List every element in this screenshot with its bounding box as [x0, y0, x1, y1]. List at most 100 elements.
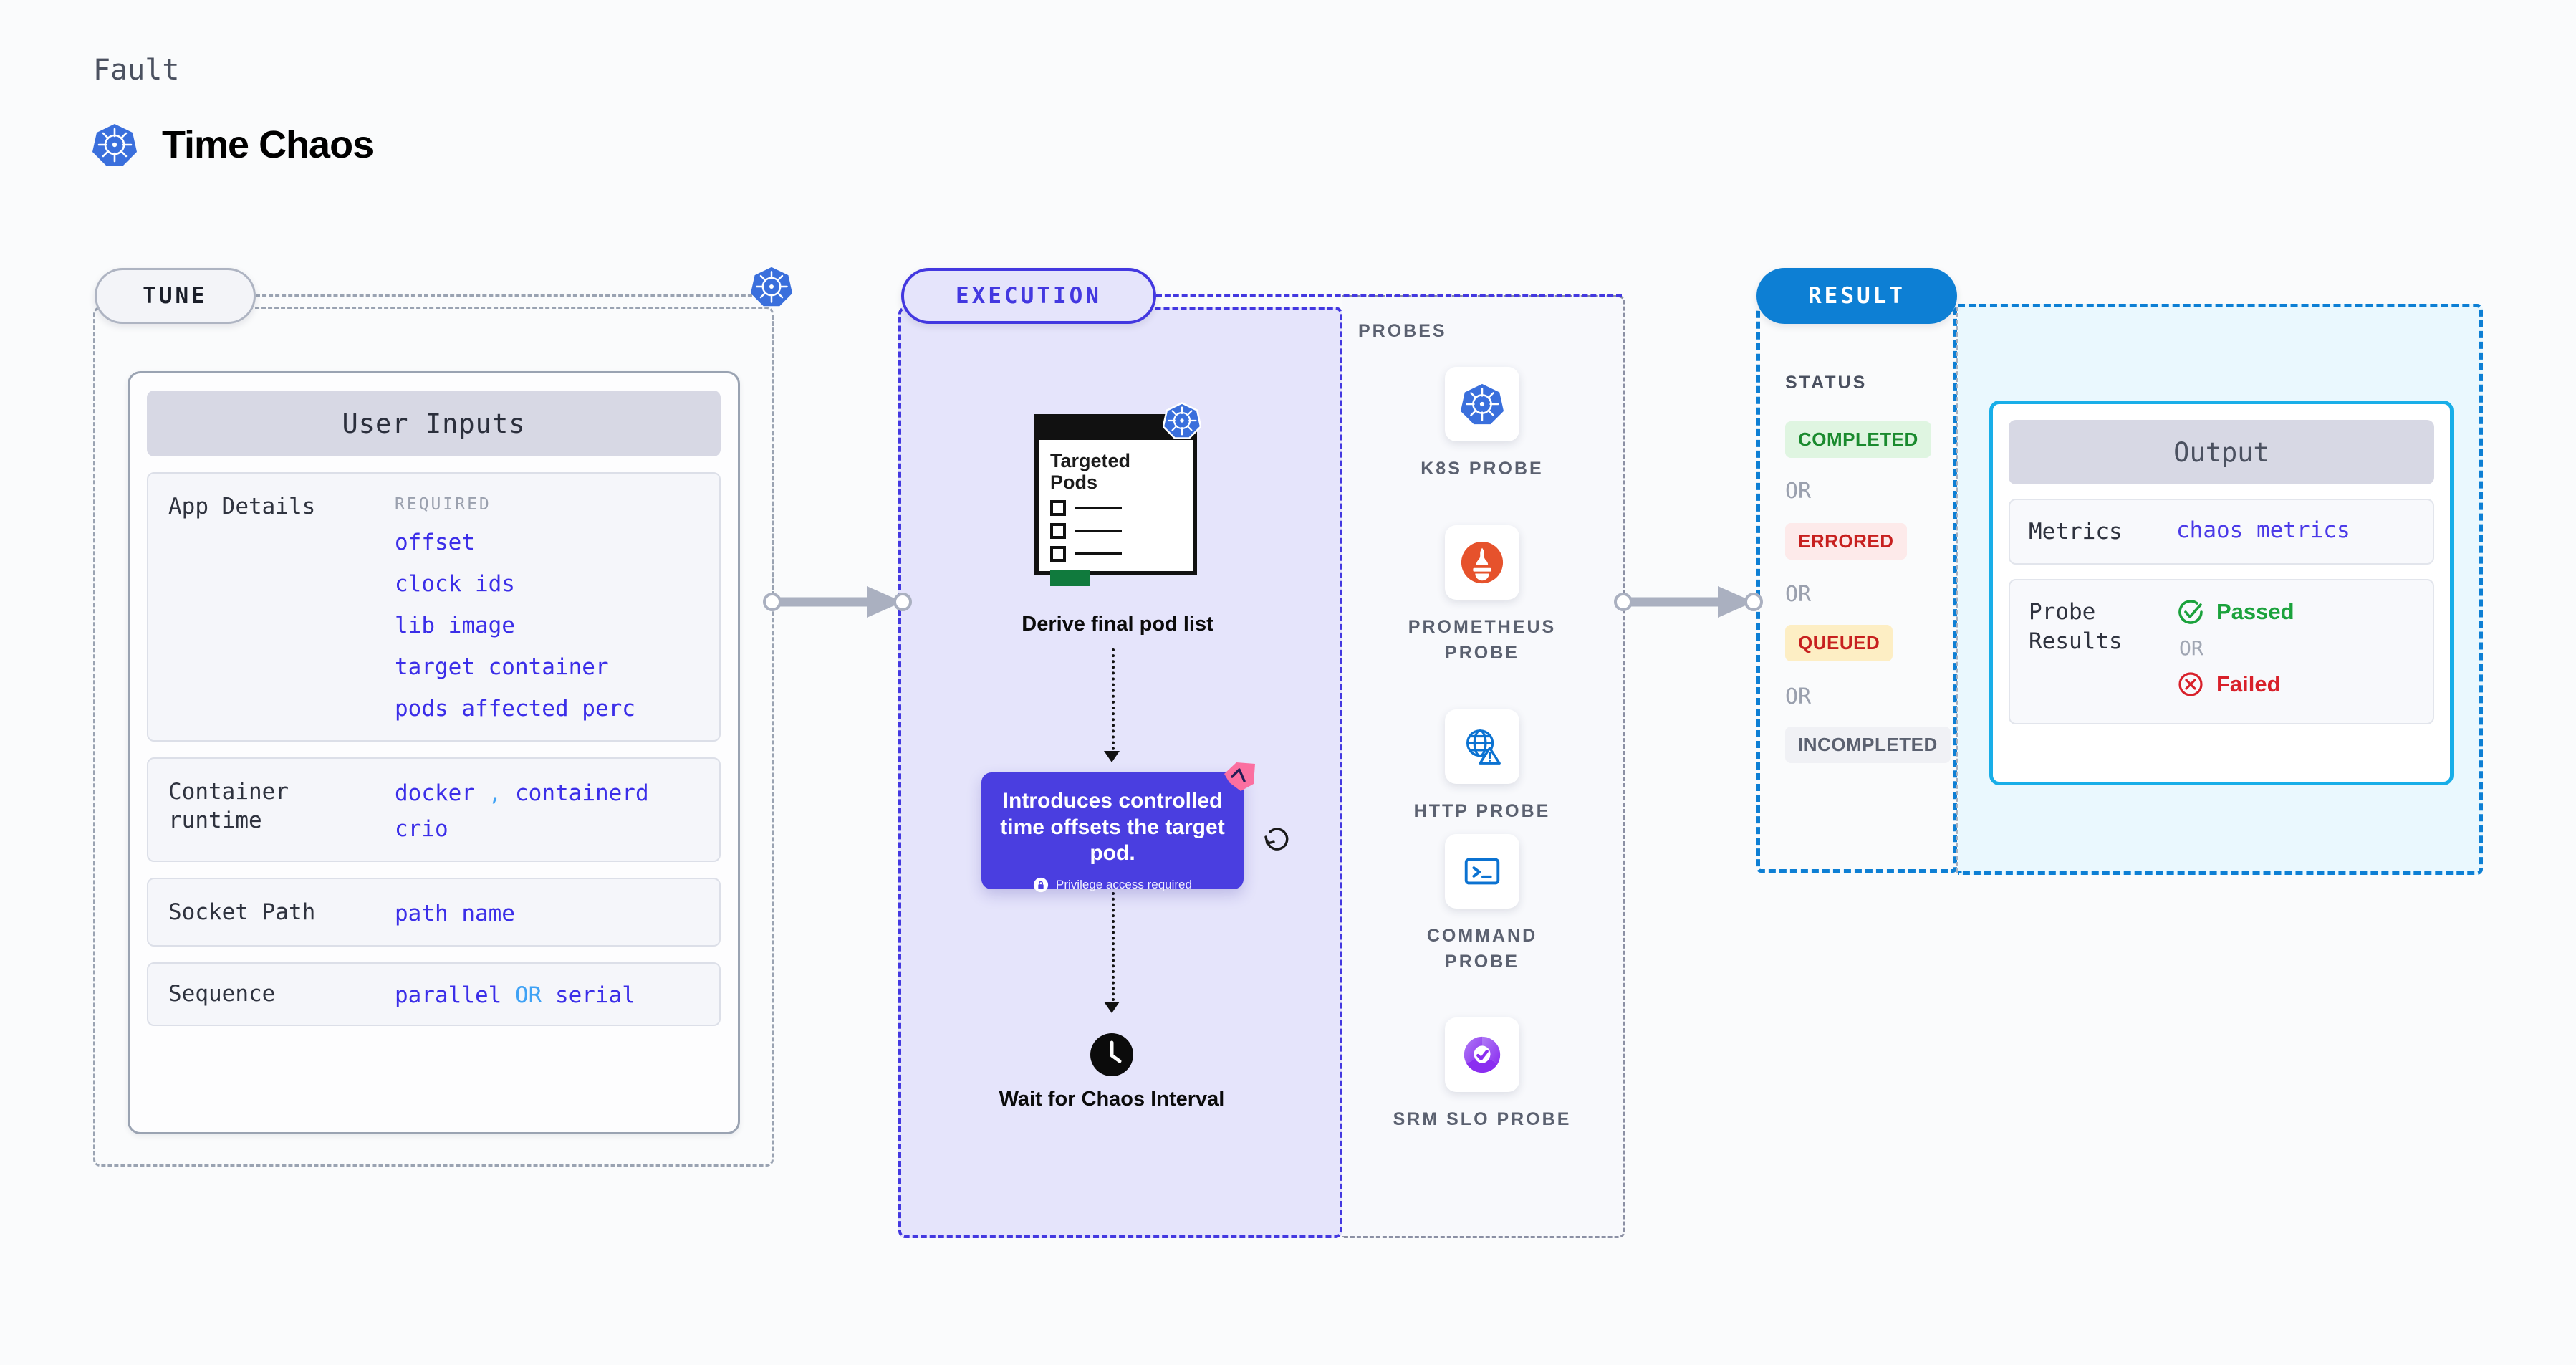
probe-srm-slo[interactable]: SRM SLO PROBE: [1393, 1017, 1572, 1132]
fault-kicker: Fault: [93, 54, 180, 87]
page-title: Time Chaos: [162, 123, 374, 166]
checkbox-icon: [1050, 546, 1066, 562]
output-card: Output Metrics chaos metrics Probe Resul…: [1989, 401, 2454, 785]
tune-top-dash: [256, 294, 772, 297]
pink-arrow-sticker-icon: [1224, 762, 1255, 791]
line-placeholder: [1075, 507, 1122, 510]
input-value-target-container[interactable]: target container: [395, 654, 609, 680]
kubernetes-icon: [92, 122, 138, 168]
output-row-probe-results: Probe Results Passed OR Failed: [2009, 579, 2434, 725]
probe-http[interactable]: HTTP PROBE: [1393, 709, 1572, 824]
user-input-row-sequence: Sequence parallel OR serial: [147, 962, 721, 1026]
runtime-separator: ,: [488, 780, 502, 806]
input-value-lib-image[interactable]: lib image: [395, 613, 515, 638]
output-key: Metrics: [2029, 519, 2123, 545]
input-value-runtime-line1[interactable]: docker , containerd: [395, 780, 649, 806]
terminal-icon: [1445, 834, 1519, 909]
refresh-icon[interactable]: [1261, 823, 1294, 856]
output-row-metrics: Metrics chaos metrics: [2009, 499, 2434, 565]
runtime-docker: docker: [395, 780, 475, 806]
clock-icon: [1090, 1033, 1133, 1076]
row-key: App Details: [168, 494, 316, 519]
privilege-badge-label: Privilege access required: [1056, 877, 1192, 891]
probe-label: COMMAND PROBE: [1426, 926, 1538, 972]
status-badge-incompleted: INCOMPLETED: [1785, 727, 1951, 763]
user-input-row-socket-path: Socket Path path name: [147, 878, 721, 947]
probe-k8s[interactable]: K8S PROBE: [1393, 367, 1572, 482]
probe-label: HTTP PROBE: [1413, 801, 1551, 821]
checkbox-icon: [1050, 523, 1066, 540]
pods-checkbox-row: [1050, 523, 1181, 540]
connector-execution-to-result: [1614, 586, 1763, 618]
fault-title-row: Time Chaos: [92, 122, 374, 168]
row-key: Container runtime: [168, 779, 289, 834]
tune-section: [93, 307, 774, 1167]
line-placeholder: [1075, 530, 1122, 533]
row-key: Socket Path: [168, 899, 316, 925]
passed-label: Passed: [2216, 599, 2294, 625]
probe-label: SRM SLO PROBE: [1393, 1109, 1572, 1129]
probe-result-or: OR: [2179, 636, 2203, 661]
targeted-pods-card: Targeted Pods: [1034, 414, 1197, 587]
flow-connector-1: [1112, 648, 1115, 756]
connector-tune-to-execution: [763, 586, 912, 618]
user-input-row-app-details: App Details REQUIRED offset clock ids li…: [147, 472, 721, 742]
probe-label: PROMETHEUS PROBE: [1408, 617, 1557, 664]
status-badge-completed: COMPLETED: [1785, 421, 1931, 458]
probe-result-failed: Failed: [2176, 670, 2294, 699]
pods-checkbox-row: [1050, 500, 1181, 517]
status-or-1: OR: [1785, 479, 1812, 504]
check-circle-icon: [2178, 600, 2203, 625]
probes-label: PROBES: [1358, 321, 1447, 341]
user-inputs-card: User Inputs App Details REQUIRED offset …: [128, 371, 740, 1134]
execution-chip[interactable]: EXECUTION: [901, 268, 1156, 324]
tune-chip[interactable]: TUNE: [95, 268, 256, 324]
sequence-parallel: parallel: [395, 982, 502, 1009]
probe-result-passed: Passed: [2176, 598, 2294, 626]
pods-checkbox-row: [1050, 546, 1181, 562]
row-key: Sequence: [168, 981, 276, 1007]
runtime-containerd: containerd: [515, 780, 649, 806]
flow-connector-2: [1112, 892, 1115, 1007]
callout-text: Introduces controlled time offsets the t…: [1000, 789, 1225, 866]
kubernetes-icon: [750, 265, 793, 308]
status-badge-errored: ERRORED: [1785, 523, 1907, 560]
input-value-path-name[interactable]: path name: [395, 901, 515, 926]
x-circle-icon: [2178, 672, 2203, 696]
wait-for-chaos-interval-label: Wait for Chaos Interval: [999, 1088, 1225, 1111]
status-badge-queued: QUEUED: [1785, 625, 1893, 661]
input-value-offset[interactable]: offset: [395, 530, 475, 555]
input-value-pods-affected-perc[interactable]: pods affected perc: [395, 696, 635, 722]
flow-arrow-2: [1104, 1002, 1120, 1013]
user-input-row-container-runtime: Container runtime docker , containerd cr…: [147, 757, 721, 862]
required-label: REQUIRED: [395, 495, 491, 514]
failed-label: Failed: [2216, 671, 2281, 697]
kubernetes-icon: [1162, 401, 1202, 444]
result-chip[interactable]: RESULT: [1756, 268, 1957, 324]
probe-command[interactable]: COMMAND PROBE: [1393, 834, 1572, 975]
output-key: Probe Results: [2029, 599, 2123, 654]
green-bar-icon: [1050, 570, 1090, 587]
probe-label: K8S PROBE: [1421, 459, 1544, 479]
privilege-badge: Privilege access required: [1000, 877, 1225, 893]
execution-top-dash: [1156, 294, 1622, 297]
probe-prometheus[interactable]: PROMETHEUS PROBE: [1393, 525, 1572, 666]
sequence-serial: serial: [554, 982, 635, 1009]
output-header: Output: [2009, 420, 2434, 484]
flow-arrow-1: [1104, 751, 1120, 762]
status-or-2: OR: [1785, 582, 1812, 607]
input-value-runtime-crio[interactable]: crio: [395, 816, 448, 842]
status-or-3: OR: [1785, 684, 1812, 709]
input-value-sequence[interactable]: parallel OR serial: [395, 982, 635, 1008]
user-inputs-header: User Inputs: [147, 391, 721, 456]
line-placeholder: [1075, 552, 1122, 556]
kubernetes-icon: [1445, 367, 1519, 441]
tune-k8s-stem: [772, 315, 774, 602]
result-inner-divider: [1956, 307, 1958, 873]
status-label: STATUS: [1785, 373, 1868, 393]
input-value-clock-ids[interactable]: clock ids: [395, 571, 515, 597]
http-globe-warning-icon: [1445, 709, 1519, 784]
output-value-chaos-metrics[interactable]: chaos metrics: [2176, 517, 2350, 543]
prometheus-icon: [1445, 525, 1519, 600]
fault-callout: Introduces controlled time offsets the t…: [981, 762, 1255, 892]
